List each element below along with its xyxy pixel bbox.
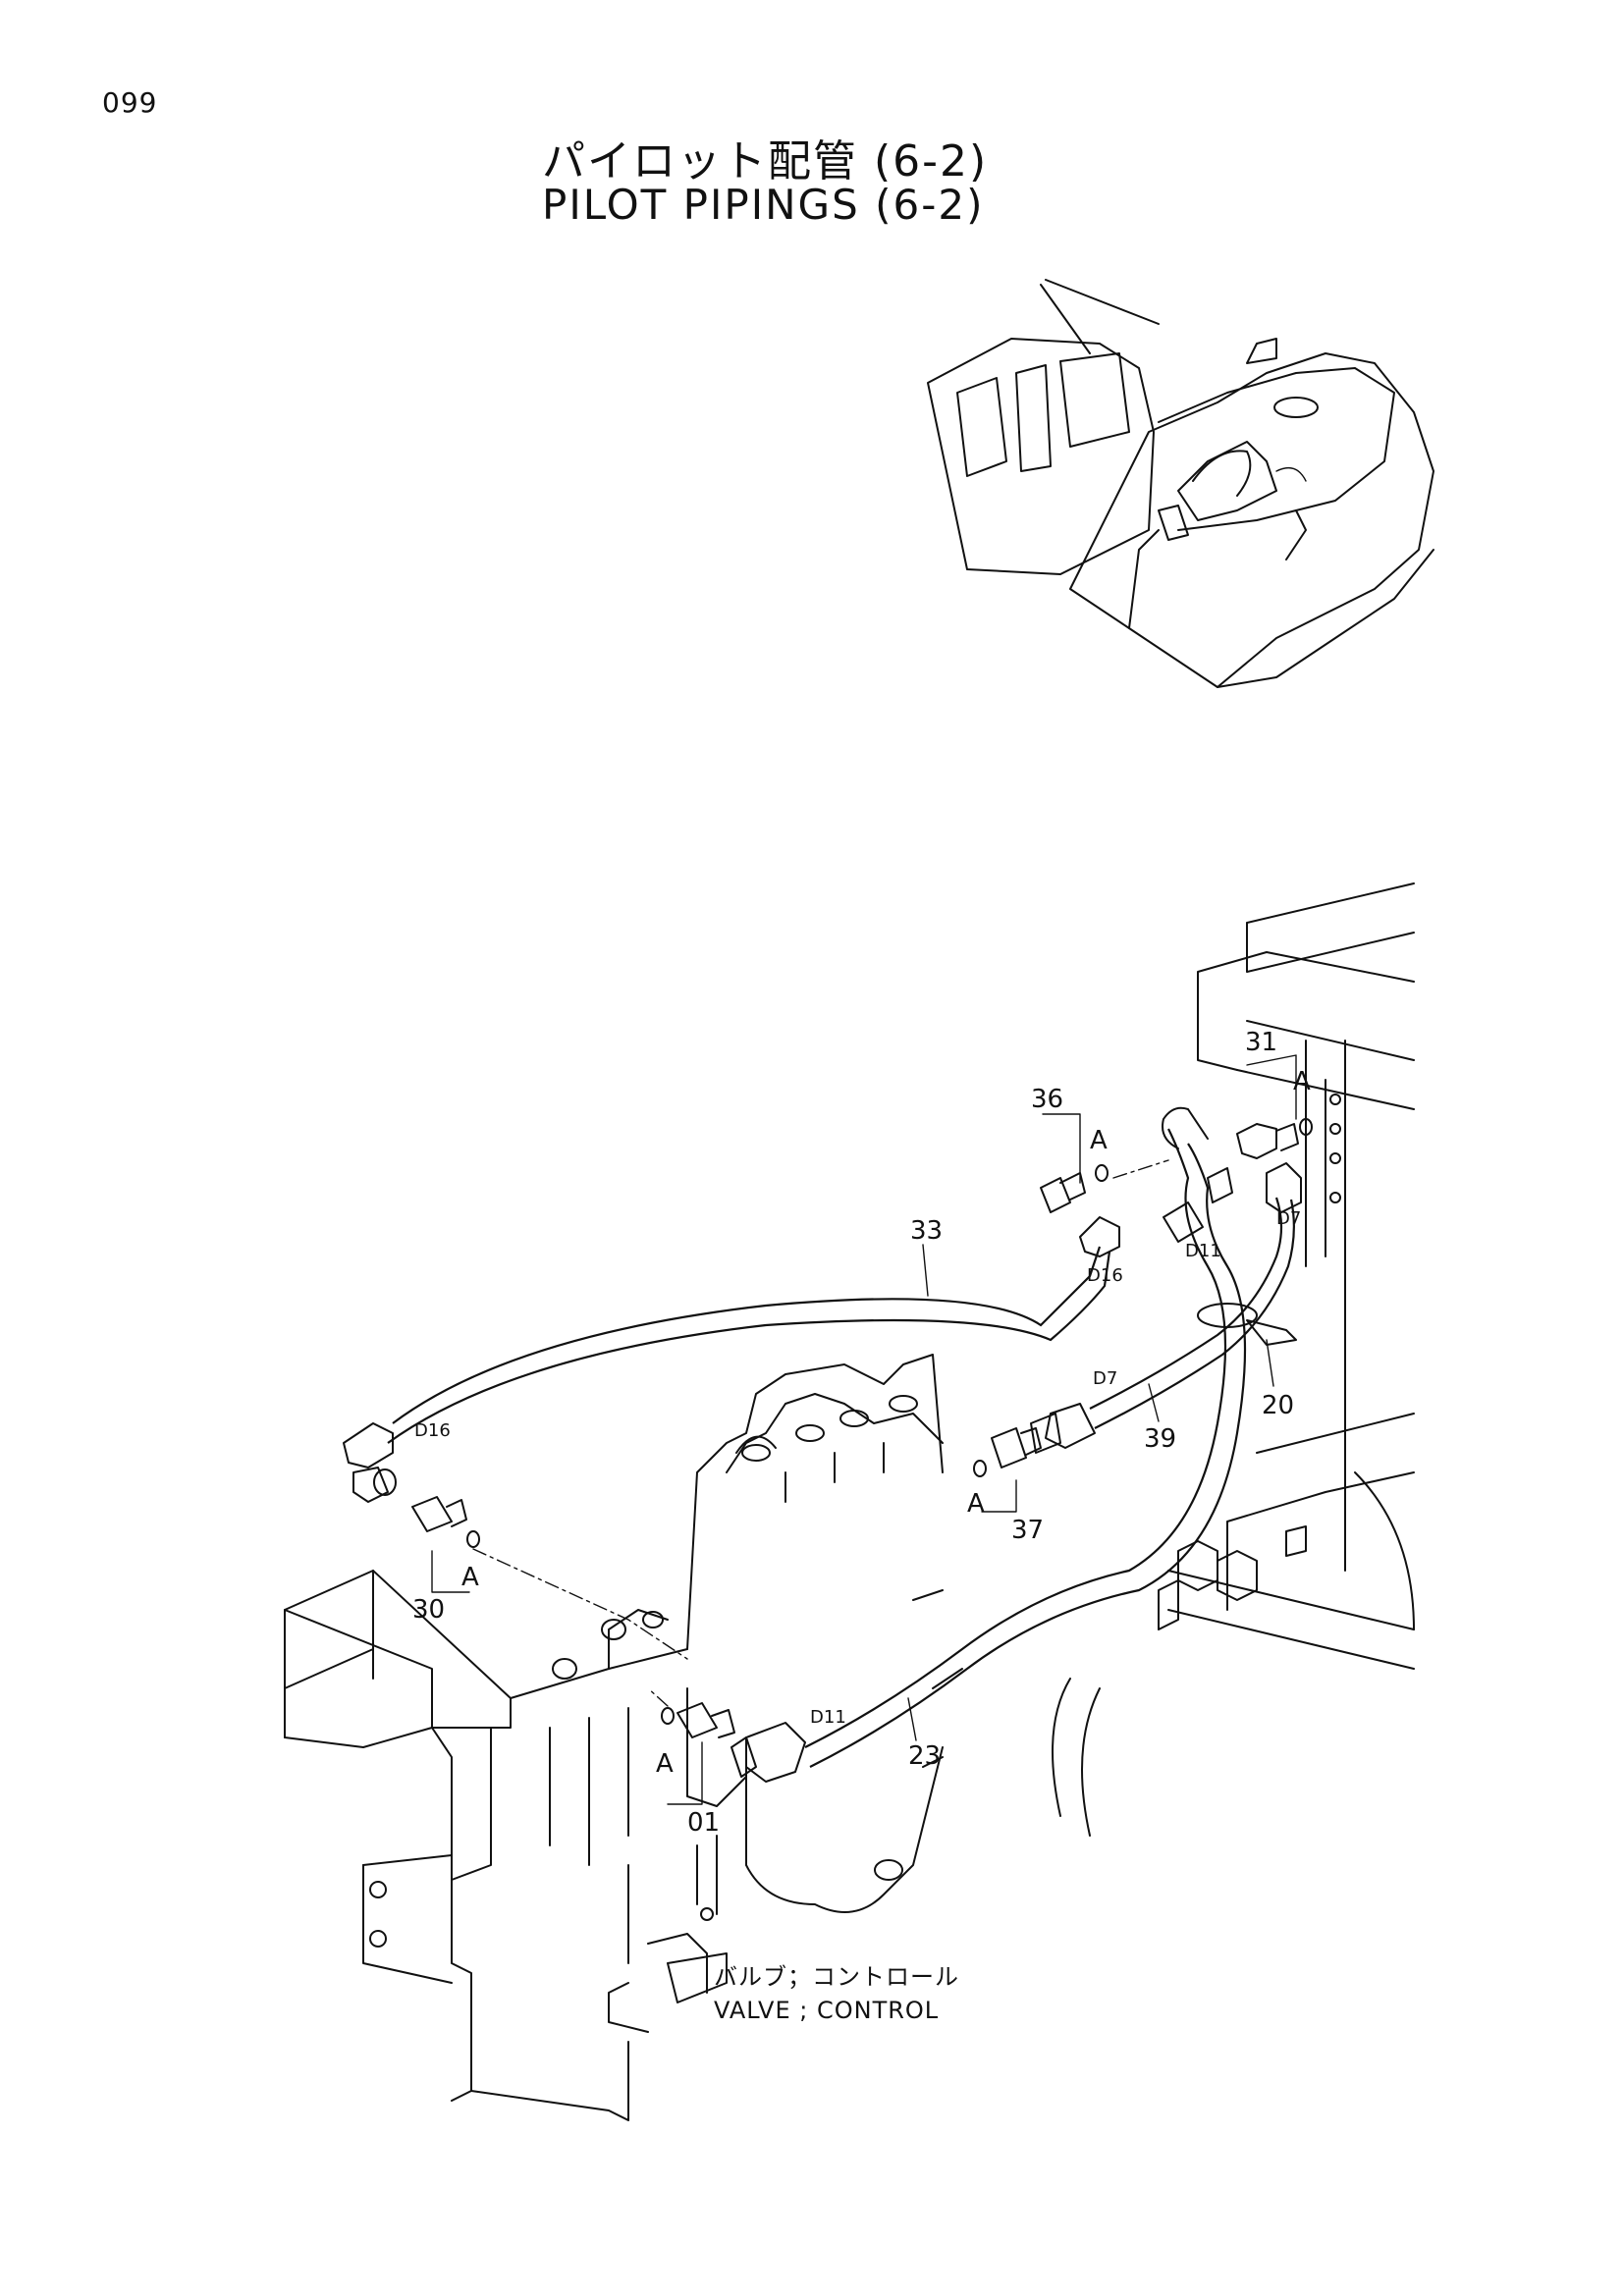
fitting-31	[1236, 1118, 1313, 1159]
callout-pointers	[431, 1244, 1274, 1805]
tag-d11-bottom: D11	[810, 1707, 846, 1728]
hose-33	[343, 1216, 1120, 1503]
frame-structure	[1052, 882, 1415, 1837]
fitting-36	[1040, 1164, 1109, 1213]
clamp-20	[1197, 1303, 1297, 1346]
hose-23	[730, 1106, 1247, 1783]
tag-d16-right: D16	[1087, 1265, 1123, 1286]
fitting-30	[411, 1496, 480, 1548]
callout-23: 23	[908, 1741, 941, 1771]
fitting-01	[661, 1702, 735, 1738]
tag-a-31: A	[1293, 1067, 1311, 1096]
callout-39: 39	[1144, 1424, 1176, 1454]
tag-a-30: A	[461, 1563, 479, 1592]
callout-31: 31	[1245, 1028, 1277, 1057]
control-valve-body	[510, 1354, 963, 2033]
hose-39	[1030, 1162, 1302, 1454]
callout-01: 01	[687, 1808, 720, 1838]
callout-33: 33	[910, 1216, 943, 1246]
fitting-37	[973, 1427, 1042, 1477]
title-japanese: パイロット配管 (6-2)	[542, 136, 989, 187]
tag-d11-top: D11	[1185, 1241, 1221, 1261]
tag-a-37: A	[967, 1489, 985, 1519]
callout-30: 30	[412, 1595, 445, 1625]
tag-d16-left: D16	[414, 1420, 451, 1441]
caption-japanese: バルブ；コントロール	[714, 1963, 959, 1991]
mounting-bracket	[284, 1570, 629, 2121]
caption-english: VALVE ; CONTROL	[714, 1997, 940, 2024]
leader-lines	[472, 1054, 1297, 1707]
page-number: 099	[102, 86, 158, 119]
tag-d7-mid: D7	[1093, 1368, 1117, 1389]
callout-37: 37	[1011, 1516, 1044, 1545]
tag-d7-top: D7	[1276, 1208, 1301, 1229]
tag-a-01: A	[656, 1749, 674, 1779]
callout-36: 36	[1031, 1085, 1063, 1114]
title-english: PILOT PIPINGS (6-2)	[542, 181, 985, 229]
callout-20: 20	[1262, 1391, 1294, 1420]
tag-a-36: A	[1090, 1126, 1108, 1155]
excavator-overview-illustration	[927, 279, 1434, 688]
